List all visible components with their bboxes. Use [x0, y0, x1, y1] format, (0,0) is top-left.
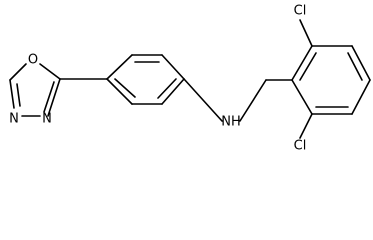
atom-label-chlorine-top: Cl: [294, 4, 307, 19]
bond-c5-n4: [47, 78, 61, 117]
bond-o-c5: [39, 63, 61, 80]
molecule-diagram: O N N NH Cl Cl: [9, 4, 371, 154]
bond-c2-o: [9, 63, 27, 81]
atom-label-amine: NH: [221, 115, 241, 130]
bond-p3: [161, 54, 185, 80]
oxadiazole-ring: [9, 63, 61, 117]
bond-c5-n4-double: [43, 81, 55, 113]
bond-p6-double: [114, 78, 136, 98]
bond-p4: [161, 78, 185, 105]
atom-label-chlorine-bottom: Cl: [294, 139, 307, 154]
bond-d3: [351, 45, 371, 81]
bond-d1-double: [299, 52, 317, 81]
bond-nh-ch2: [239, 79, 267, 122]
bond-p1: [106, 54, 133, 80]
bond-d3-double: [347, 52, 363, 81]
phenylene-ring: [106, 54, 185, 105]
bond-p4-double: [157, 78, 177, 99]
structure-canvas: O N N NH Cl Cl: [9, 4, 371, 154]
bond-c-cl-top: [299, 19, 313, 47]
bond-c-cl-bottom: [299, 113, 313, 139]
atom-label-nitrogen-2: N: [42, 112, 52, 127]
bond-p6: [106, 78, 133, 105]
atom-label-oxygen: O: [28, 53, 38, 68]
bond-phenyl-nh: [183, 78, 223, 122]
dichlorophenyl-ring: [291, 45, 371, 115]
bond-n3-c2: [9, 79, 15, 109]
bond-d6: [291, 79, 313, 115]
bond-n3-c2-double: [16, 83, 21, 107]
bond-d4: [351, 79, 371, 115]
bond-d1: [291, 45, 313, 81]
atom-label-nitrogen-1: N: [9, 112, 19, 127]
